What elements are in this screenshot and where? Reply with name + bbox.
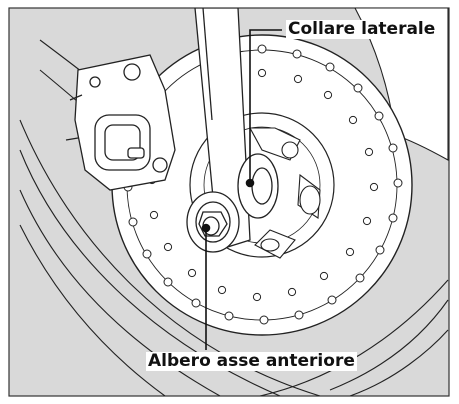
side-collar-label: Collare laterale xyxy=(286,20,437,39)
front-axle-label: Albero asse anteriore xyxy=(146,352,357,371)
axle-area xyxy=(187,192,239,252)
